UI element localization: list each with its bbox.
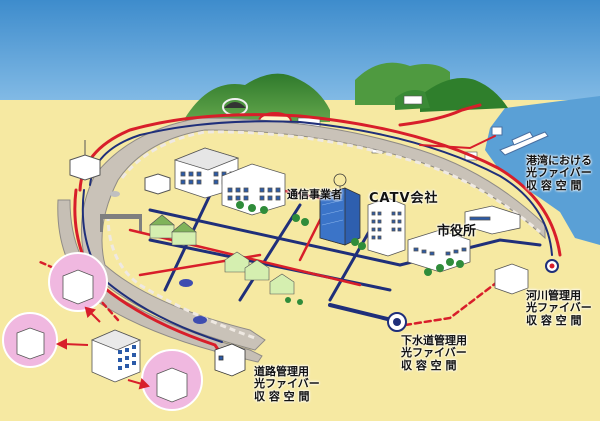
roadside-cabinet [214,343,246,377]
cars [110,191,207,324]
houses [149,214,295,295]
label-port-fiber: 港湾における 光ファイバー 収 容 空 間 [526,154,592,192]
mountains [185,62,508,122]
telecom-tower-building [319,173,361,246]
catv-building [367,197,406,257]
label-road-line2: 光ファイバー [254,377,320,391]
label-sewer-line1: 下水道管理用 [401,334,467,347]
label-catv-company: CATV会社 [369,191,439,207]
label-port-line3: 収 容 空 間 [526,178,582,192]
label-river-line2: 光ファイバー [526,301,592,315]
sea [485,96,600,245]
label-telecom-operator: 通信事業者 [287,188,342,201]
label-city-hall: 市役所 [437,224,477,240]
harbor-pier [491,126,549,156]
river-station-building [494,263,529,295]
city-hall-building [407,229,471,273]
label-river-line1: 河川管理用 [526,289,581,302]
label-telecom-text: 通信事業者 [287,188,342,201]
label-road-line1: 道路管理用 [254,365,309,378]
label-road-line3: 収 容 空 間 [254,389,310,403]
roadside-poles [69,140,171,195]
label-port-line2: 光ファイバー [526,166,592,180]
label-catv-text: CATV会社 [369,191,439,206]
label-port-line1: 港湾における [526,154,592,167]
label-sewer-line3: 収 容 空 間 [401,358,457,372]
remote-facility-circles [2,252,203,411]
label-sewer-line2: 光ファイバー [401,346,467,360]
trees [236,201,464,305]
fiber-network [38,103,562,362]
river-pipe-end [545,259,559,273]
sewer-pipe-end [387,312,407,332]
label-river-fiber: 河川管理用 光ファイバー 収 容 空 間 [526,289,592,327]
warehouse-building [464,205,521,235]
label-road-fiber: 道路管理用 光ファイバー 収 容 空 間 [254,365,320,403]
label-city-hall-text: 市役所 [437,224,477,239]
sign-gantry [100,214,142,232]
label-river-line3: 収 容 空 間 [526,313,582,327]
label-sewer-fiber: 下水道管理用 光ファイバー 収 容 空 間 [401,334,467,372]
